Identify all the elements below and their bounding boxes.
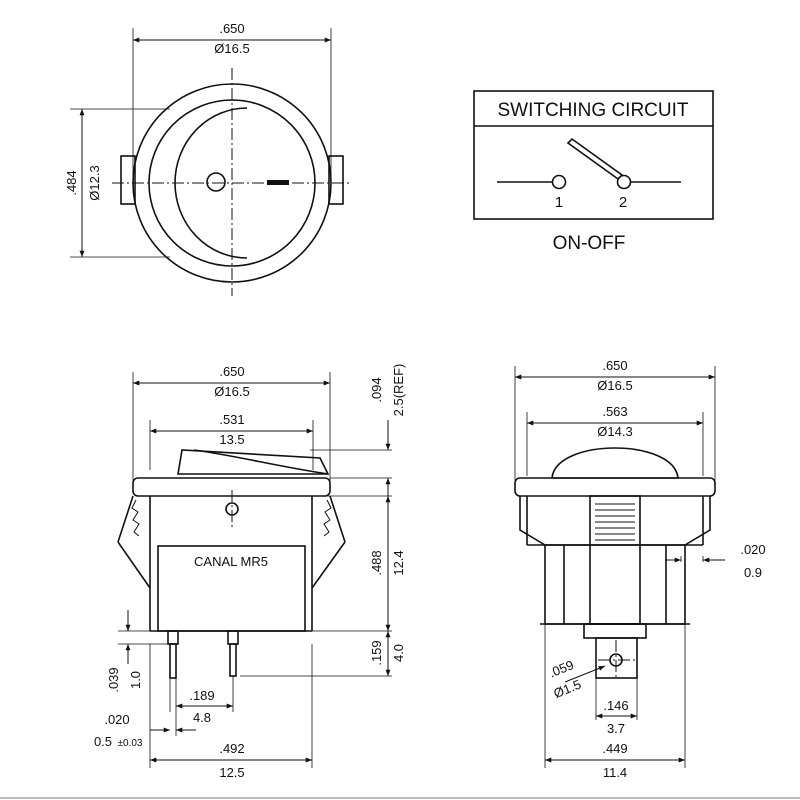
top-width-in: .650	[219, 21, 244, 36]
rocker-height-mm: 2.5(REF)	[391, 364, 406, 417]
top-view: .650 Ø16.5 .484 Ø12.3	[64, 21, 352, 296]
top-height-in: .484	[64, 170, 79, 195]
side-width-in: .650	[602, 358, 627, 373]
front-base-mm: 12.5	[219, 765, 244, 780]
tab-width-in: .146	[603, 698, 628, 713]
side-center-column	[589, 495, 641, 625]
rocker-actuator	[177, 449, 330, 475]
body-height-mm: 12.4	[391, 550, 406, 575]
right-clip	[328, 155, 344, 205]
right-clip-teeth	[323, 499, 332, 537]
front-width-in: .650	[219, 364, 244, 379]
front-rocker-in: .531	[219, 412, 244, 427]
hole-in: .059	[547, 657, 576, 680]
left-clip	[120, 155, 136, 205]
terminal-2-node	[616, 174, 632, 190]
clip-mm: 0.9	[744, 565, 762, 580]
hole-leader	[564, 665, 606, 683]
pin-width-mm: 1.0	[128, 671, 143, 689]
side-ribs	[595, 503, 635, 541]
side-dome-mm: Ø14.3	[597, 424, 632, 439]
circuit-box	[473, 90, 714, 220]
side-terminal-base	[583, 623, 647, 639]
rocker-height-in: .094	[369, 377, 384, 402]
side-dome-in: .563	[602, 404, 627, 419]
top-height-mm: Ø12.3	[87, 165, 102, 200]
pin-thick-in: .020	[104, 712, 129, 727]
pin-spacing-mm: 4.8	[193, 710, 211, 725]
side-left-clip	[519, 496, 546, 546]
pin-width-in: .039	[106, 667, 121, 692]
side-right-clip	[684, 496, 711, 546]
pin-thick-tolerance: ±0.03	[118, 738, 143, 749]
circuit-title: SWITCHING CIRCUIT	[497, 100, 688, 121]
pin-thick-mm: 0.5	[94, 734, 112, 749]
terminal-height-in: .159	[369, 640, 384, 665]
circuit-function: ON-OFF	[553, 233, 626, 254]
terminal-2-label: 2	[619, 194, 627, 211]
pin-spacing-in: .189	[189, 688, 214, 703]
top-width-mm: Ø16.5	[214, 41, 249, 56]
terminal-1-node	[551, 174, 567, 190]
clip-in: .020	[740, 542, 765, 557]
front-base-in: .492	[219, 741, 244, 756]
front-width-mm: Ø16.5	[214, 384, 249, 399]
side-housing	[544, 544, 686, 625]
left-terminal-pin	[169, 643, 177, 679]
switching-circuit-panel: SWITCHING CIRCUIT 1 2 ON-OFF	[473, 90, 714, 254]
side-terminal-tab	[595, 637, 638, 679]
terminal-1-label: 1	[555, 194, 563, 211]
side-base-in: .449	[602, 741, 627, 756]
body-marking: CANAL MR5	[194, 554, 268, 569]
center-terminal-pin	[229, 643, 237, 677]
terminal-height-mm: 4.0	[391, 644, 406, 662]
side-bezel	[514, 477, 716, 497]
left-clip-teeth	[131, 499, 140, 537]
side-dome	[551, 447, 679, 479]
switch-lever	[566, 137, 624, 181]
center-terminal-base	[227, 630, 239, 645]
left-terminal-base	[167, 630, 179, 645]
side-width-mm: Ø16.5	[597, 378, 632, 393]
body-height-in: .488	[369, 550, 384, 575]
front-rocker-mm: 13.5	[219, 432, 244, 447]
tab-width-mm: 3.7	[607, 721, 625, 736]
side-base-mm: 11.4	[603, 765, 627, 780]
hole-mm: Ø1.5	[551, 677, 583, 701]
front-view: .650 Ø16.5 .531 13.5 .094 2.5(REF) .488 …	[94, 364, 406, 780]
on-indicator-circle	[206, 172, 226, 192]
rocker-curve	[193, 449, 329, 475]
side-view: .650 Ø16.5 .563 Ø14.3 .020 0.9 .059 Ø1.5…	[514, 358, 766, 780]
